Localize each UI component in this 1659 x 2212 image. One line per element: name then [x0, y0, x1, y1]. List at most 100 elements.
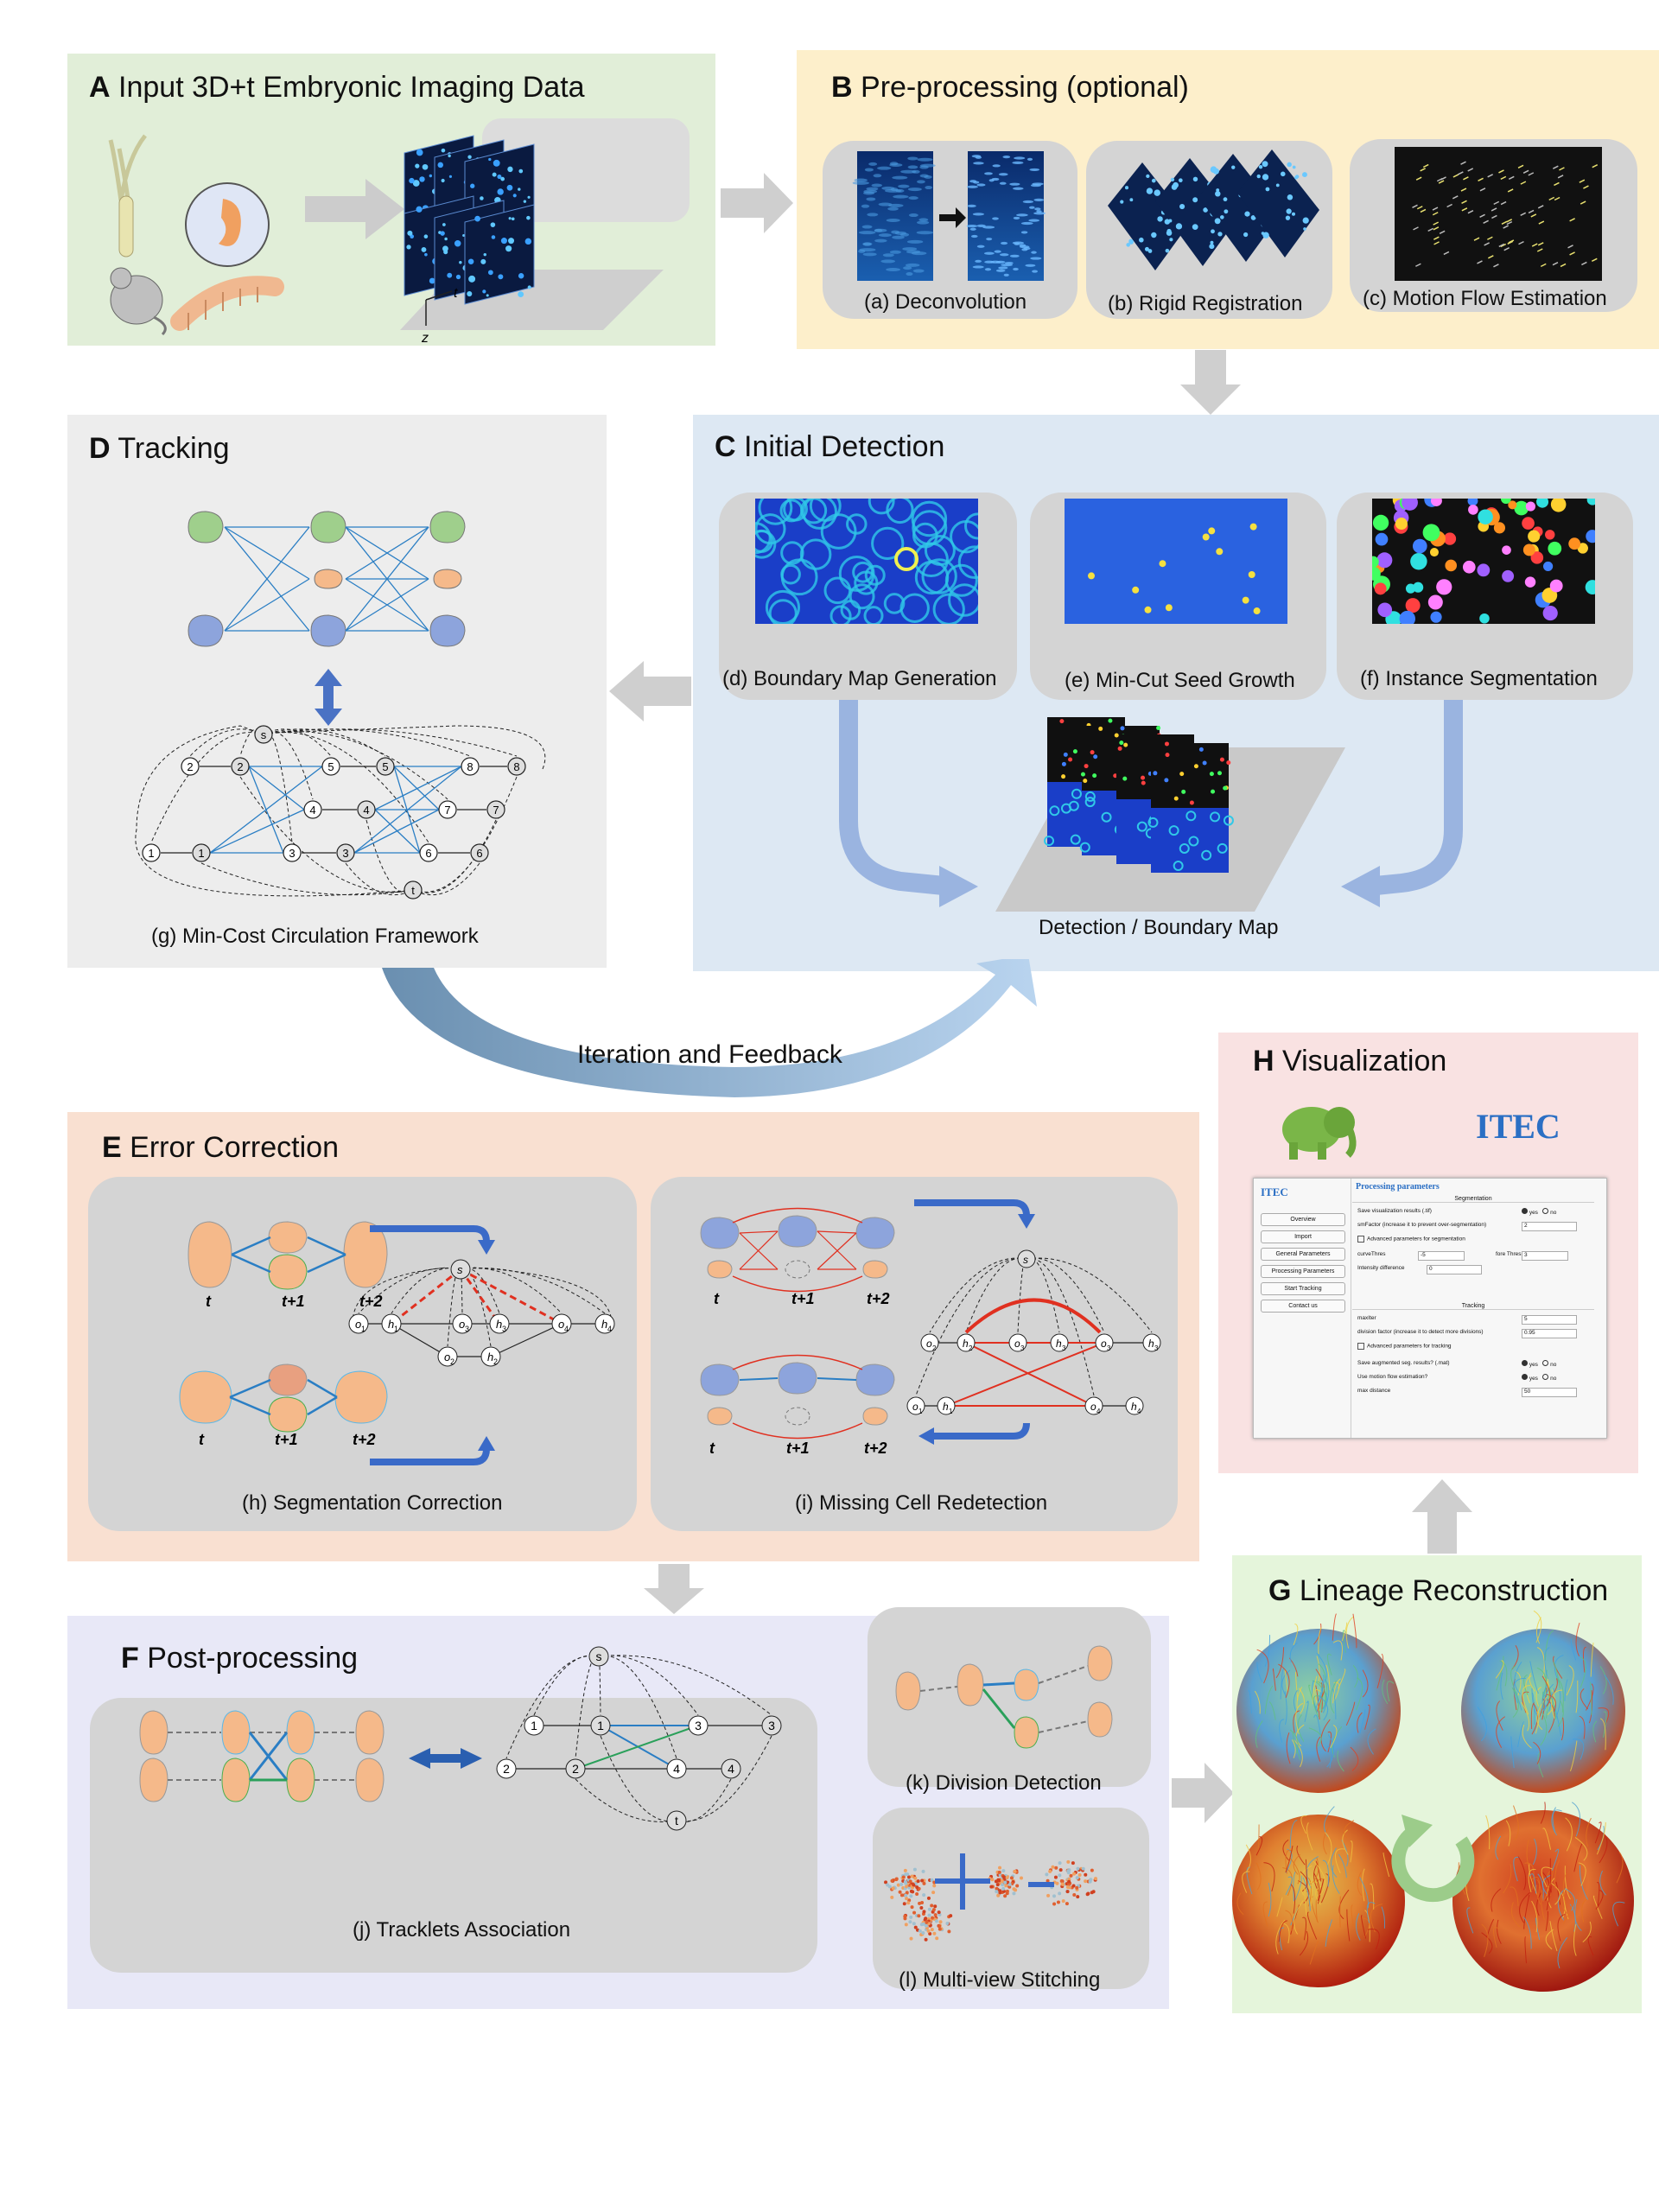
graph-node: 7 [439, 801, 456, 818]
graph-node: 2 [497, 1759, 516, 1778]
svg-text:t: t [199, 1431, 205, 1448]
panel-a: A Input 3D+t Embryonic Imaging Data [67, 54, 715, 346]
svg-text:8: 8 [467, 760, 473, 773]
panel-c-title: C Initial Detection [715, 430, 944, 464]
svg-text:2: 2 [932, 1344, 937, 1352]
graph-node: 4 [304, 801, 321, 818]
svg-text:3: 3 [502, 1325, 506, 1333]
app-sidebar: ITEC OverviewImportGeneral ParametersPro… [1254, 1179, 1351, 1438]
graph-node: 4 [721, 1759, 741, 1778]
app-number-input[interactable]: 0 [1427, 1265, 1482, 1274]
svg-text:2: 2 [237, 760, 243, 773]
caption-multiview-stitching: (l) Multi-view Stitching [899, 1968, 1100, 1993]
svg-text:s: s [1023, 1254, 1028, 1266]
svg-text:2: 2 [969, 1344, 973, 1352]
svg-text:o: o [1101, 1338, 1107, 1350]
app-nav-button[interactable]: Import [1261, 1230, 1345, 1243]
app-radio-no[interactable] [1542, 1360, 1548, 1366]
ec-graph-node: o2 [438, 1347, 457, 1366]
app-nav-button[interactable]: General Parameters [1261, 1248, 1345, 1261]
caption-min-cost-circulation: (g) Min-Cost Circulation Framework [151, 925, 479, 949]
app-nav-button[interactable]: Processing Parameters [1261, 1265, 1345, 1278]
panel-d: D Tracking st1122334455667788 (g) Min-Co… [67, 415, 607, 968]
axis-t-label: t [454, 286, 458, 301]
ec-graph-node: h2 [957, 1334, 975, 1352]
app-param-row: Advanced parameters for tracking [1357, 1343, 1599, 1353]
graph-node: 7 [487, 801, 505, 818]
arrow-b-to-c [1180, 350, 1241, 415]
svg-text:s: s [596, 1649, 602, 1663]
arrow-f-to-g [1172, 1763, 1234, 1823]
app-number-input[interactable]: 50 [1522, 1388, 1577, 1397]
ec-graph-node: h3 [490, 1314, 509, 1333]
app-nav-button[interactable]: Contact us [1261, 1300, 1345, 1313]
svg-text:1: 1 [597, 1719, 604, 1732]
app-section-header: Segmentation [1352, 1196, 1594, 1203]
app-nav-button[interactable]: Overview [1261, 1213, 1345, 1226]
graph-node: s [589, 1647, 608, 1666]
graph-node: 3 [283, 844, 301, 861]
svg-text:o: o [912, 1401, 918, 1413]
svg-text:h: h [1131, 1401, 1137, 1413]
graph-node: t [404, 881, 422, 899]
panel-b-title: B Pre-processing (optional) [831, 71, 1189, 105]
ec-graph-node: o1 [349, 1314, 368, 1333]
app-radio-yes[interactable] [1522, 1374, 1528, 1380]
ec-graph-node: h1 [938, 1397, 955, 1415]
app-radio-no[interactable] [1542, 1374, 1548, 1380]
svg-text:8: 8 [513, 760, 519, 773]
itec-app-window: ITEC OverviewImportGeneral ParametersPro… [1253, 1178, 1607, 1439]
ec-graph-node: o2 [921, 1334, 938, 1352]
svg-text:3: 3 [695, 1719, 702, 1732]
iteration-feedback-arc [372, 959, 1046, 1110]
app-number-input[interactable]: -5 [1418, 1251, 1465, 1261]
app-number-input[interactable]: 3 [1522, 1251, 1568, 1261]
app-param-row: curveThres-5fore Thres3 [1357, 1251, 1599, 1262]
svg-text:h: h [963, 1338, 969, 1350]
app-nav-button[interactable]: Start Tracking [1261, 1282, 1345, 1295]
app-radio-yes[interactable] [1522, 1360, 1528, 1366]
caption-instance-seg: (f) Instance Segmentation [1360, 667, 1598, 691]
svg-text:1: 1 [949, 1408, 953, 1415]
app-param-row: Intensity difference0 [1357, 1265, 1599, 1275]
app-checkbox[interactable] [1357, 1343, 1364, 1350]
panel-c: C Initial Detection (d) Boundary Map Gen… [693, 415, 1659, 971]
graph-node: 1 [524, 1716, 543, 1735]
caption-division-detection: (k) Division Detection [906, 1771, 1102, 1796]
mouse-embryo-icon [111, 268, 165, 334]
graph-node: 4 [667, 1759, 686, 1778]
app-param-row: Advanced parameters for segmentation [1357, 1236, 1599, 1246]
app-number-input[interactable]: 0.95 [1522, 1329, 1577, 1338]
graph-node: 1 [193, 844, 210, 861]
graph-node: 2 [181, 758, 199, 775]
caption-seed-growth: (e) Min-Cut Seed Growth [1065, 669, 1295, 693]
svg-text:1: 1 [148, 847, 154, 860]
app-number-input[interactable]: 5 [1522, 1315, 1577, 1325]
app-radio-yes[interactable] [1522, 1208, 1528, 1214]
svg-text:1: 1 [531, 1719, 537, 1732]
svg-text:3: 3 [1062, 1344, 1066, 1352]
svg-text:t+1: t+1 [282, 1293, 305, 1310]
svg-text:3: 3 [289, 847, 295, 860]
svg-text:o: o [926, 1338, 932, 1350]
zebrafish-embryo-icon [186, 183, 269, 266]
svg-text:t: t [709, 1440, 715, 1457]
graph-node: 8 [508, 758, 525, 775]
svg-text:s: s [261, 728, 267, 741]
app-main: Processing parameters SegmentationTracki… [1352, 1182, 1603, 1433]
panel-b: B Pre-processing (optional) (a) Deconvol… [797, 50, 1659, 349]
iteration-feedback-label: Iteration and Feedback [577, 1040, 842, 1070]
app-checkbox[interactable] [1357, 1236, 1364, 1243]
app-radio-no[interactable] [1542, 1208, 1548, 1214]
svg-text:3: 3 [465, 1325, 469, 1333]
ec-graph-node: s [451, 1260, 470, 1279]
graph-node: 3 [762, 1716, 781, 1735]
caption-deconvolution: (a) Deconvolution [864, 290, 1027, 315]
svg-text:t: t [675, 1814, 678, 1827]
svg-text:6: 6 [425, 847, 431, 860]
svg-text:4: 4 [673, 1762, 680, 1776]
app-number-input[interactable]: 2 [1522, 1222, 1577, 1231]
